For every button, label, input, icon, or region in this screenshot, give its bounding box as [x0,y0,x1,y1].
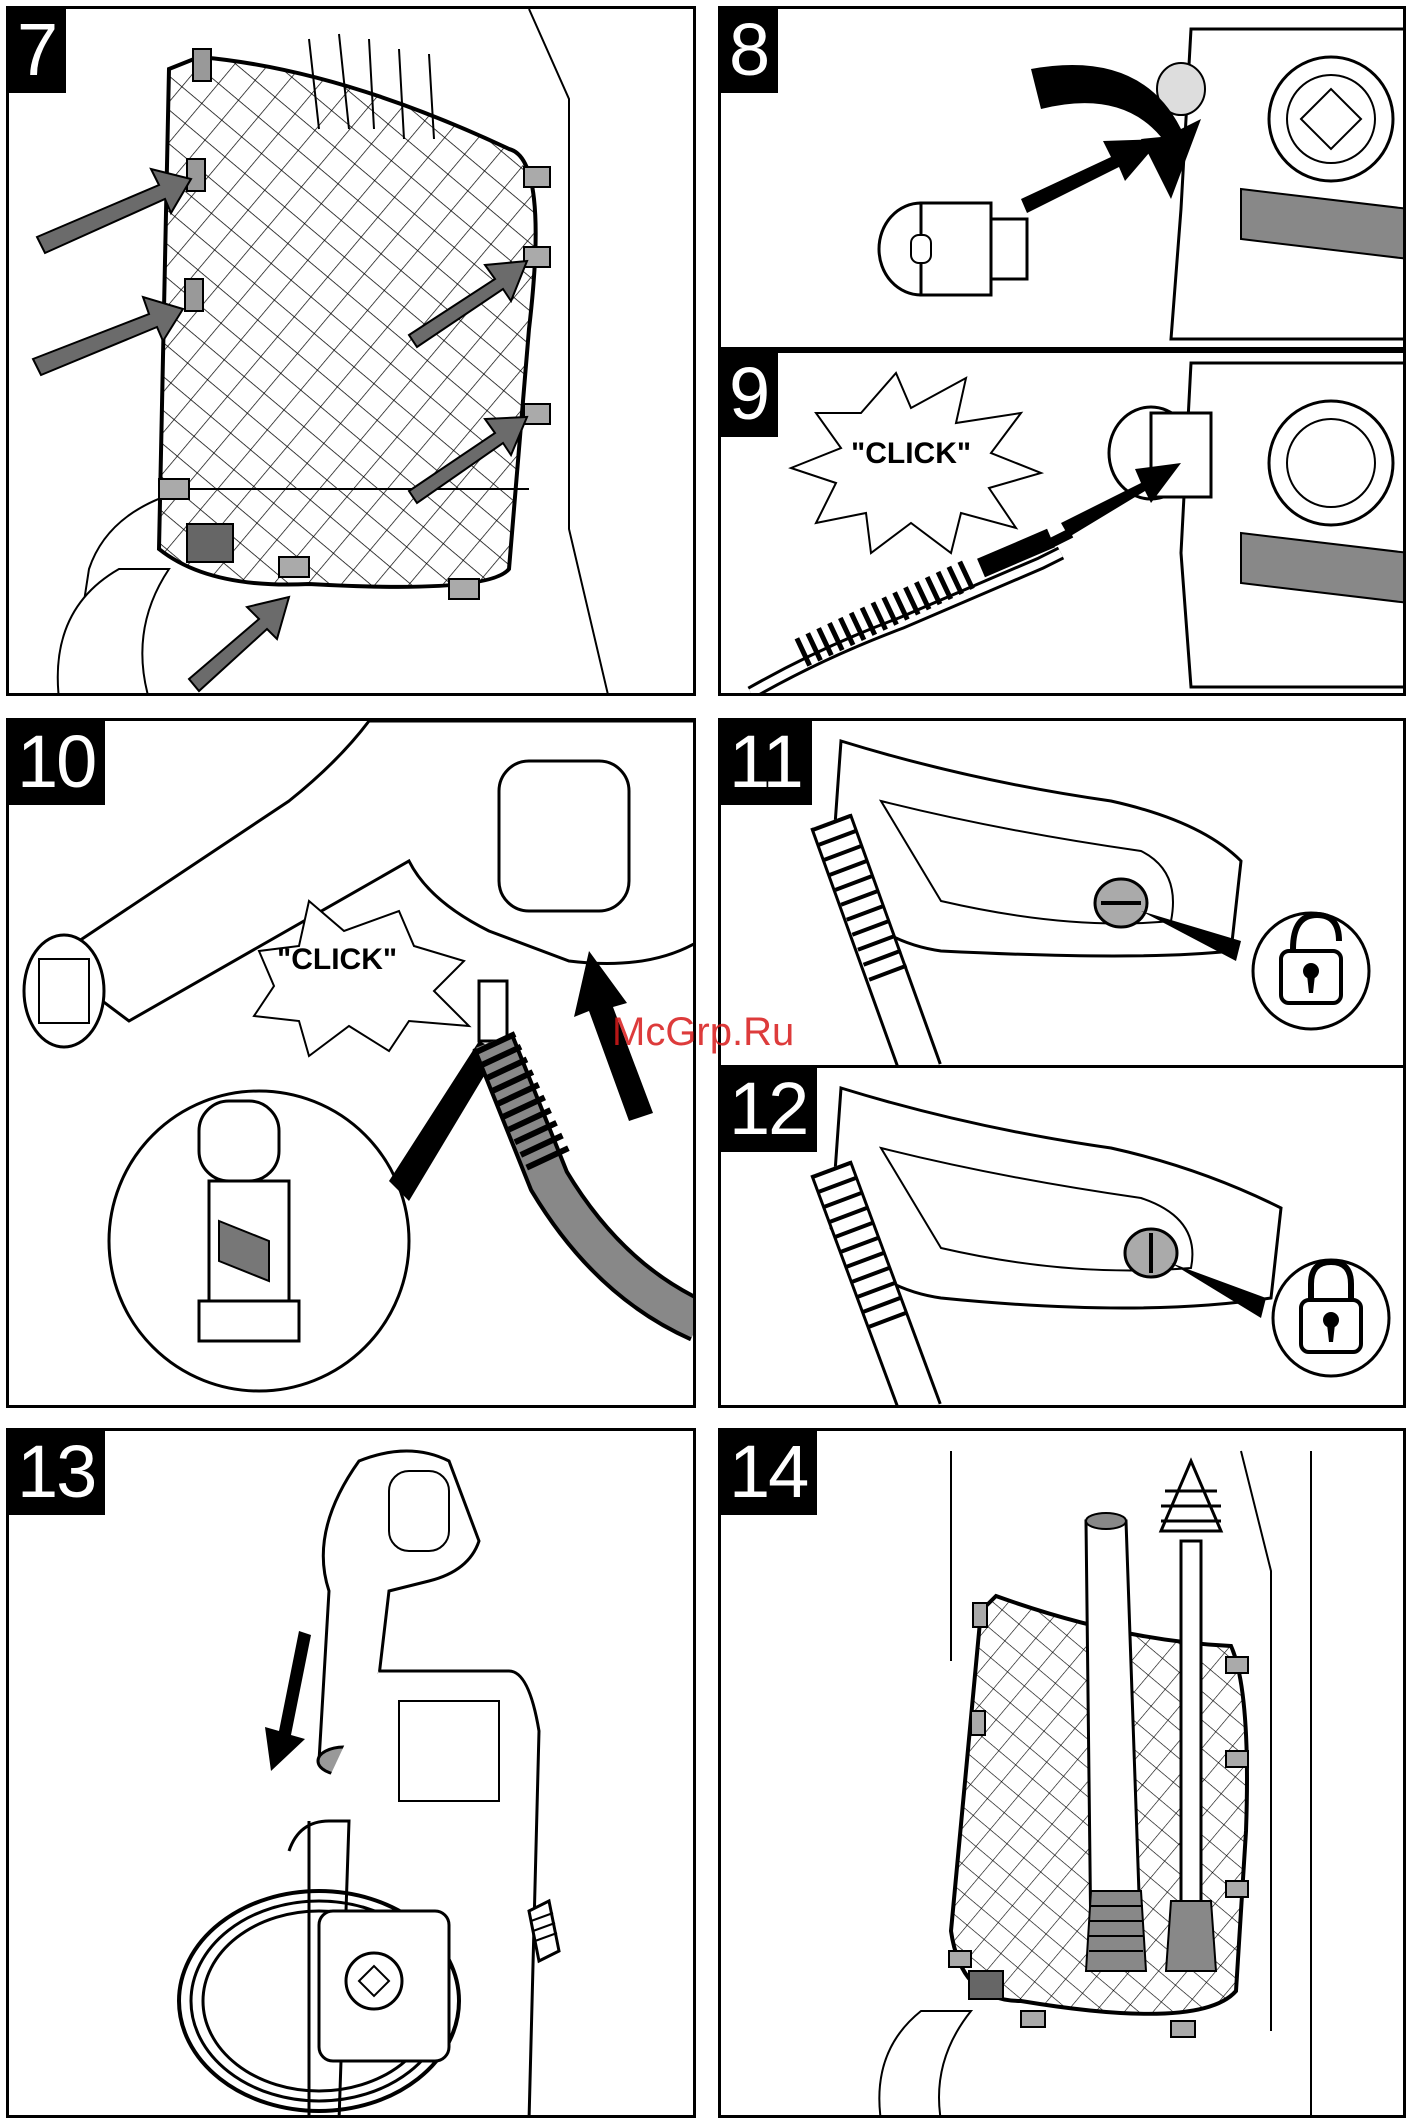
step-9-panel: 9 "CLICK" [718,350,1406,696]
locked-padlock-icon [1273,1260,1389,1376]
click-sound-label: "CLICK" [851,437,971,471]
outlet-connector-illustration [721,9,1406,350]
arrow-icon [189,597,289,691]
arrow-icon [33,297,183,375]
step-11-panel: 11 [718,718,1406,1068]
step-12-panel: 12 [718,1065,1406,1408]
step-7-panel: 7 [6,6,696,696]
click-sound-label: "CLICK" [277,943,397,977]
step-8-panel: 8 [718,6,1406,350]
safety-unlock-illustration [721,721,1406,1068]
hose-connect-illustration [721,353,1406,696]
net-attach-illustration [9,9,696,696]
arrow-icon [1021,139,1161,213]
step-13-panel: 13 [6,1428,696,2118]
unlocked-padlock-icon [1253,913,1369,1029]
safety-lock-illustration [721,1068,1406,1408]
step-14-panel: 14 [718,1428,1406,2118]
gun-storage-illustration [9,1431,696,2118]
arrow-down-icon [265,1631,311,1771]
watermark: McGrp.Ru [612,1010,794,1055]
accessory-storage-illustration [721,1431,1406,2118]
step-10-panel: 10 "CLICK" [6,718,696,1408]
gun-hose-connect-illustration [9,721,696,1408]
